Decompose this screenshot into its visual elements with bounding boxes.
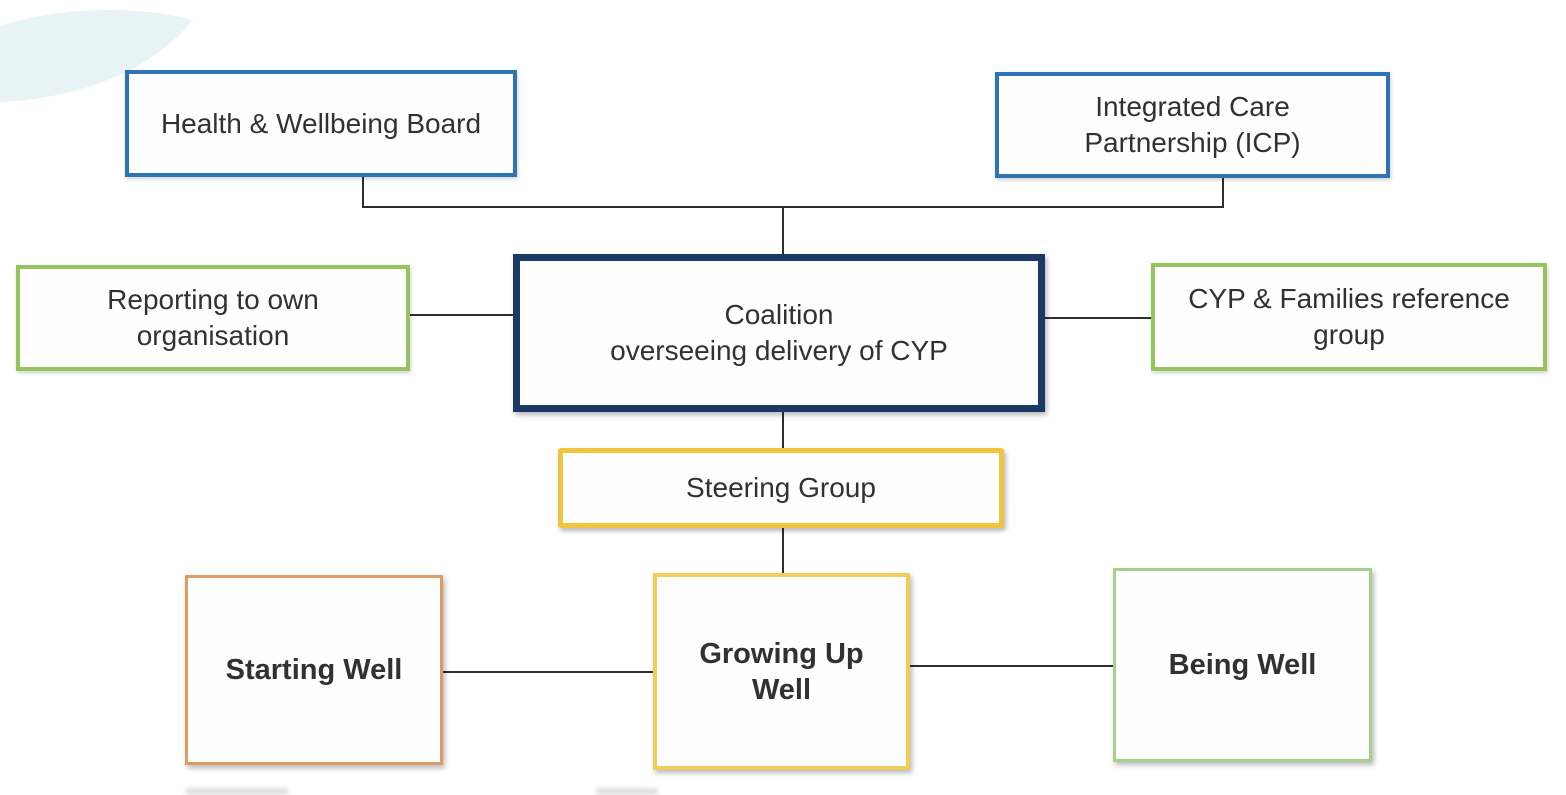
node-label: Reporting to own organisation	[107, 284, 319, 351]
node-growing-up-well: Growing Up Well	[653, 573, 910, 770]
node-cyp-families-reference-group: CYP & Families reference group	[1151, 263, 1547, 371]
node-label: Integrated Care Partnership (ICP)	[1084, 91, 1301, 158]
connector-icp-stub	[1222, 177, 1224, 208]
node-label: Being Well	[1168, 649, 1317, 681]
node-label: Growing Up Well	[699, 637, 864, 706]
connector-top-horizontal	[362, 206, 1224, 208]
connector-coalition-steering	[782, 411, 784, 449]
node-label: Steering Group	[686, 472, 876, 503]
node-health-wellbeing-board: Health & Wellbeing Board	[125, 70, 517, 177]
connector-hwb-stub	[362, 176, 364, 208]
cutoff-artifact	[186, 788, 288, 795]
node-being-well: Being Well	[1113, 568, 1372, 762]
node-label: Starting Well	[225, 654, 403, 686]
node-label: Coalition overseeing delivery of CYP	[610, 299, 948, 366]
connector-reporting-coalition	[409, 314, 515, 316]
node-label: CYP & Families reference group	[1188, 283, 1510, 350]
node-steering-group: Steering Group	[558, 448, 1004, 528]
node-coalition: Coalition overseeing delivery of CYP	[513, 254, 1045, 412]
node-integrated-care-partnership: Integrated Care Partnership (ICP)	[995, 72, 1390, 178]
connector-coalition-cyp	[1043, 317, 1153, 319]
connector-growing-being	[909, 665, 1115, 667]
connector-steering-growing	[782, 527, 784, 574]
node-reporting-to-own-organisation: Reporting to own organisation	[16, 265, 410, 371]
node-starting-well: Starting Well	[185, 575, 443, 765]
connector-to-coalition	[782, 206, 784, 254]
corner-accent-shape	[0, 9, 193, 102]
node-label: Health & Wellbeing Board	[160, 107, 482, 139]
connector-starting-growing	[442, 671, 655, 673]
cutoff-artifact	[596, 788, 658, 795]
